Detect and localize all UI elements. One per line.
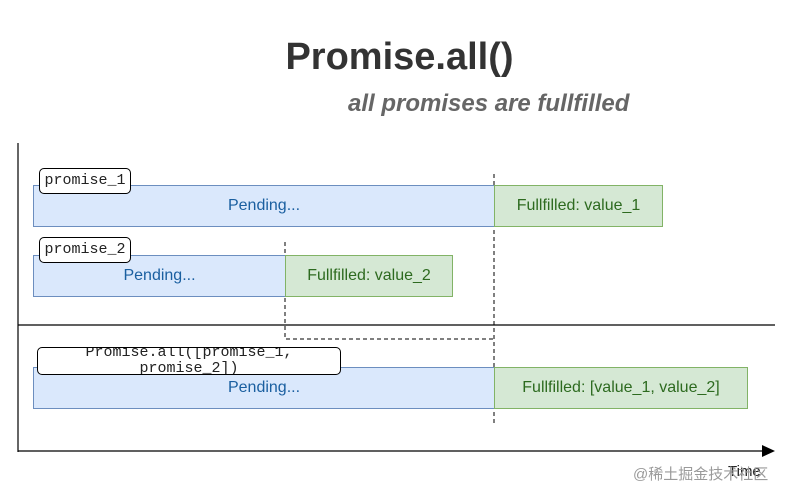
promise-all-fulfilled-label: Fullfilled: [value_1, value_2] (522, 379, 720, 396)
promise-2-fulfilled-bar: Fullfilled: value_2 (285, 255, 453, 297)
diagram-subtitle: all promises are fullfilled (348, 90, 630, 117)
promise-1-pending-label: Pending... (227, 197, 301, 214)
promise-1-tag-label: promise_1 (44, 172, 126, 189)
promise-2-pending-label: Pending... (123, 267, 196, 284)
promise-all-fulfilled-bar: Fullfilled: [value_1, value_2] (494, 367, 748, 409)
promise-all-tag: Promise.all([promise_1, promise_2]) (37, 347, 341, 375)
promise-2-tag-label: promise_2 (44, 241, 126, 258)
promise-2-tag: promise_2 (39, 237, 131, 263)
promise-all-pending-label: Pending... (227, 379, 301, 396)
time-axis-label: Time (728, 463, 761, 480)
promise-1-fulfilled-label: Fullfilled: value_1 (516, 197, 641, 214)
watermark: @稀土掘金技术社区 (633, 466, 769, 483)
promise-1-tag: promise_1 (39, 168, 131, 194)
promise-2-fulfilled-label: Fullfilled: value_2 (307, 267, 431, 284)
diagram-title: Promise.all() (285, 36, 514, 78)
promise-1-fulfilled-bar: Fullfilled: value_1 (494, 185, 663, 227)
time-axis-arrowhead (762, 445, 775, 457)
promise-all-tag-label: Promise.all([promise_1, promise_2]) (85, 347, 302, 375)
